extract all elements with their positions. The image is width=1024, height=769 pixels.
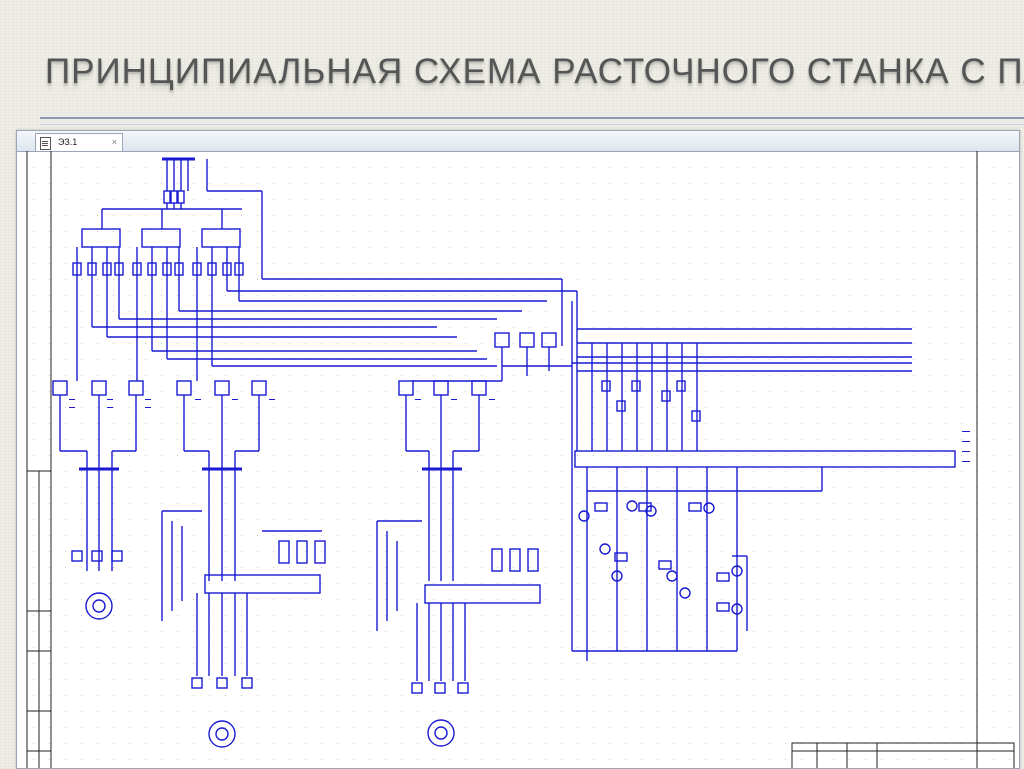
grid-background — [19, 152, 1013, 766]
power-bus — [76, 276, 577, 381]
contactor-group-2 — [161, 380, 326, 748]
drawing-frame — [26, 151, 978, 768]
contactor-group-1 — [52, 380, 144, 620]
output-lamps — [578, 500, 748, 631]
wiring — [52, 157, 956, 748]
tab-label: ЭЗ.1 — [58, 137, 78, 147]
title-underline-thin — [40, 124, 1024, 125]
title-underline — [40, 117, 1024, 119]
close-icon[interactable]: × — [111, 137, 117, 147]
document-tabbar: ЭЗ.1 × — [17, 131, 1019, 152]
cad-window: ЭЗ.1 × — [16, 130, 1020, 769]
tab-document[interactable]: ЭЗ.1 × — [35, 133, 123, 151]
document-icon — [40, 137, 51, 150]
supply-input — [102, 157, 563, 346]
plc-input-ladder — [572, 343, 956, 661]
slide-title: ПРИНЦИПИАЛЬНАЯ СХЕМА РАСТОЧНОГО СТАНКА С… — [45, 52, 1024, 91]
title-block — [791, 742, 1015, 768]
contactor-group-3 — [376, 380, 541, 747]
plc-io-modules — [412, 291, 912, 651]
breaker-blocks — [72, 209, 244, 276]
schematic-drawing — [19, 151, 1015, 768]
component-annotations — [69, 399, 970, 462]
